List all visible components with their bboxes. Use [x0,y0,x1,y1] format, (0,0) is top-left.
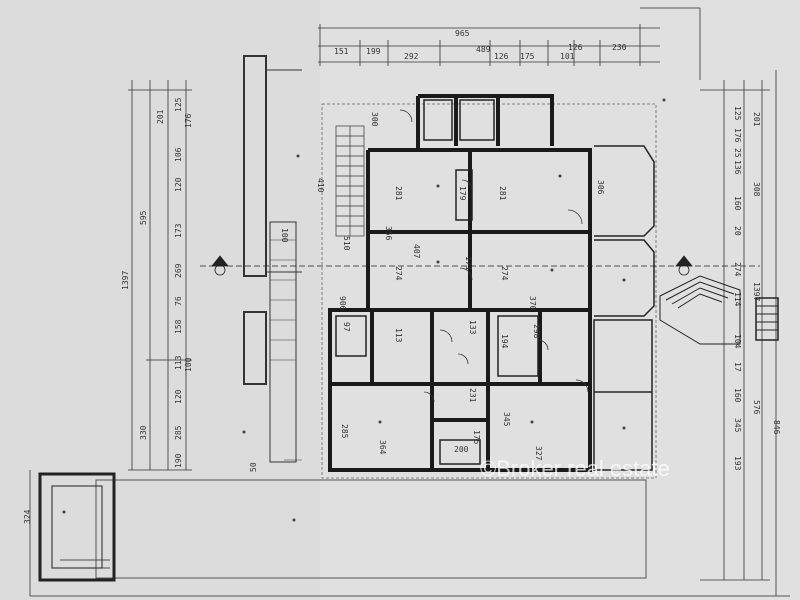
dim-int-12: 906 [338,296,347,311]
dim-int-7: 407 [412,244,421,259]
dim-lc-7: 76 [174,296,183,306]
dim-left-col: 201 125 176 106 120 173 269 76 158 113 1… [156,97,193,468]
dim-int-27: 231 [468,388,477,403]
dim-int-25: 100 [280,228,289,243]
dim-rc-16: 1397 [752,282,761,301]
left-dimension-chains [128,80,192,471]
dim-lc-4: 120 [174,177,183,192]
dim-int-19: 364 [378,440,387,455]
dim-int-20: 285 [340,424,349,439]
dim-top-total: 965 [455,29,470,38]
dim-int-15: 133 [468,320,477,335]
dim-left-outer-a: 595 [139,210,148,225]
dim-int-21: 327 [534,446,543,461]
interior-thin-walls [335,99,539,465]
site-outline [29,7,790,597]
dim-rc-9: 17 [733,362,742,372]
dim-rc-6: 274 [733,262,742,277]
dim-lc-8: 158 [174,319,183,334]
dim-top-1: 199 [366,47,381,56]
dim-int-17: 298 [532,324,541,339]
dim-top-6: 101 [560,52,575,61]
dim-lc-10: 100 [184,357,193,372]
dim-rc-3: 136 [733,160,742,175]
dim-rc-2: 25 [733,148,742,158]
dim-lc-12: 285 [174,425,183,440]
dim-lc-2: 176 [184,113,193,128]
dim-int-6: 510 [342,236,351,251]
dim-top-2: 292 [404,52,419,61]
dim-int-0: 300 [370,112,379,127]
dim-lc-3: 106 [174,147,183,162]
dim-int-8: 274 [394,266,403,281]
dim-left-outer-b: 330 [139,425,148,440]
main-staircase [335,125,365,237]
dim-int-4: 281 [498,186,507,201]
dim-left-total: 1397 [121,271,130,290]
dim-int-5: 306 [596,180,605,195]
dim-int-1: 410 [316,178,325,193]
dim-top-0: 151 [334,47,349,56]
dim-rc-12: 193 [733,456,742,471]
dim-rc-5: 20 [733,226,742,236]
dim-rc-8: 104 [733,334,742,349]
interior-dimensions: 300 410 281 356 281 306 510 407 274 171 … [23,112,605,524]
section-arrow-right-icon [675,255,693,267]
paper-fold-shade [320,0,800,600]
dim-rc-13: 576 [752,400,761,415]
dim-rc-0: 125 [733,106,742,121]
dim-int-9: 171 [464,256,473,271]
dim-int-26: 50 [249,462,258,472]
dim-top-5: 175 [520,52,535,61]
section-markers [200,255,760,276]
dim-lc-13: 190 [174,453,183,468]
dim-int-3: 356 [384,226,393,241]
dim-rc-15: 201 [752,112,761,127]
top-dimension-chain [318,24,660,66]
dim-rc-10: 160 [733,388,742,403]
dim-int-13: 97 [342,322,351,332]
dim-int-2: 281 [394,186,403,201]
dim-top-4: 126 [494,52,509,61]
dim-top-3: 489 [476,45,491,54]
dim-lc-6: 269 [174,263,183,278]
exterior-walkway [243,55,302,463]
dim-lc-1: 125 [174,97,183,112]
left-balcony [38,472,116,582]
dim-rc-7: 114 [733,292,742,307]
dim-int-16: 194 [500,334,509,349]
dim-int-28: 179 [458,186,467,201]
dim-rc-11: 345 [733,418,742,433]
watermark: ©Broker real estate [480,456,670,481]
dim-int-23: 175 [472,430,481,445]
dim-rc-1: 176 [733,128,742,143]
dim-lc-9: 113 [174,355,183,370]
dim-lc-0: 201 [156,109,165,124]
right-terrace-stairs [659,275,779,345]
dim-int-11: 370 [528,296,537,311]
dim-int-10: 274 [500,266,509,281]
dim-rc-4: 160 [733,196,742,211]
door-swings [399,109,589,403]
dim-top-7: 126 [568,43,583,52]
dim-lc-11: 120 [174,389,183,404]
dim-int-18: 345 [502,412,511,427]
dim-rc-14: 308 [752,182,761,197]
building-walls [328,94,592,472]
section-arrow-left-icon [211,255,229,267]
dim-int-22: 200 [454,445,469,454]
dim-top-8: 230 [612,43,627,52]
building-hatch [321,103,657,479]
dim-int-14: 113 [394,328,403,343]
room-annotation-marks [62,98,666,522]
dim-int-24: 324 [23,509,32,524]
dim-lc-5: 173 [174,223,183,238]
bay-windows [593,145,655,471]
dim-top-row: 151 199 292 489 126 175 101 126 230 [334,43,627,61]
